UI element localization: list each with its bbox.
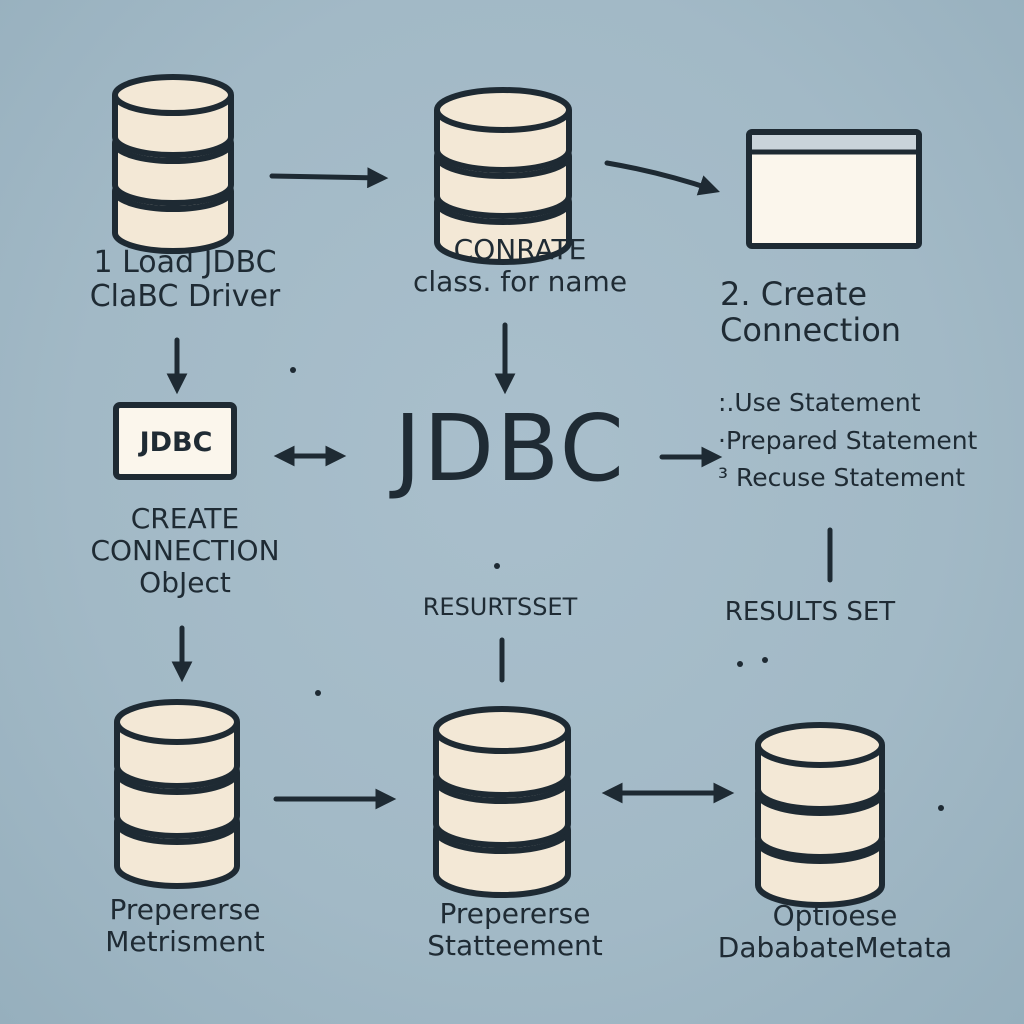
bottom-left-line1: Prepererse xyxy=(109,893,261,926)
speck-dot-2 xyxy=(494,563,500,569)
statement-types-list: :.Use Statement ·Prepared Statement ³ Re… xyxy=(718,384,1018,497)
statement-item-use: :.Use Statement xyxy=(718,388,921,417)
database-stack-icon xyxy=(114,699,240,889)
arrow-load-to-forname xyxy=(269,167,389,189)
database-stack-icon xyxy=(434,87,572,265)
load-driver-label: 1 Load JDBC ClaBC Driver xyxy=(40,245,330,315)
speck-dot-3 xyxy=(938,805,944,811)
create-connection-object-line3: ObJect xyxy=(139,565,231,599)
bottom-right-line2: DababateMetata xyxy=(717,930,953,964)
load-driver-line1: 1 Load JDBC xyxy=(93,245,277,280)
resultset-right-label: RESULTS SET xyxy=(724,597,896,627)
jdbc-box-label: JDBC xyxy=(139,427,213,458)
center-title-jdbc: JDBC xyxy=(394,395,626,502)
speck-dot-0 xyxy=(290,367,296,373)
bottom-right-line1: Optioese xyxy=(772,899,898,932)
window-icon xyxy=(746,129,922,249)
create-connection-object-line2: CONNECTION xyxy=(90,533,280,567)
speck-dot-5 xyxy=(762,657,768,663)
bottom-middle-line2: Statteement xyxy=(427,928,603,962)
create-connection-label: 2. Create Connection xyxy=(720,276,970,349)
bottom-right-label: Optioese DababateMetata xyxy=(670,900,1000,964)
create-connection-object-label: CREATE CONNECTION ObJect xyxy=(40,503,330,599)
speck-dot-4 xyxy=(737,661,743,667)
bottom-left-line2: Metrisment xyxy=(105,924,265,958)
create-connection-object-line1: CREATE xyxy=(130,502,240,535)
jdbc-box xyxy=(113,402,237,480)
bottom-left-label: Prepererse Metrisment xyxy=(40,894,330,958)
bottom-middle-label: Prepererse Statteement xyxy=(360,898,670,962)
statement-item-recuse: ³ Recuse Statement xyxy=(718,463,966,492)
database-stack-icon xyxy=(112,74,234,254)
class-forname-line2: class. for name xyxy=(412,264,628,298)
resultset-middle-label: RESURTSSET xyxy=(422,593,578,621)
arrow-forname-to-connection xyxy=(604,160,720,196)
statement-item-prepared: ·Prepared Statement xyxy=(718,425,978,455)
create-connection-line1: 2. Create xyxy=(720,275,868,313)
load-driver-line2: ClaBC Driver xyxy=(89,279,281,315)
class-forname-label: CONRATE class. for name xyxy=(360,234,680,298)
bottom-middle-line1: Prepererse xyxy=(439,897,591,930)
speck-dot-1 xyxy=(315,690,321,696)
database-stack-icon xyxy=(755,722,885,908)
class-forname-line1: CONRATE xyxy=(453,233,587,266)
create-connection-line2: Connection xyxy=(720,311,902,350)
database-stack-icon xyxy=(433,706,571,898)
